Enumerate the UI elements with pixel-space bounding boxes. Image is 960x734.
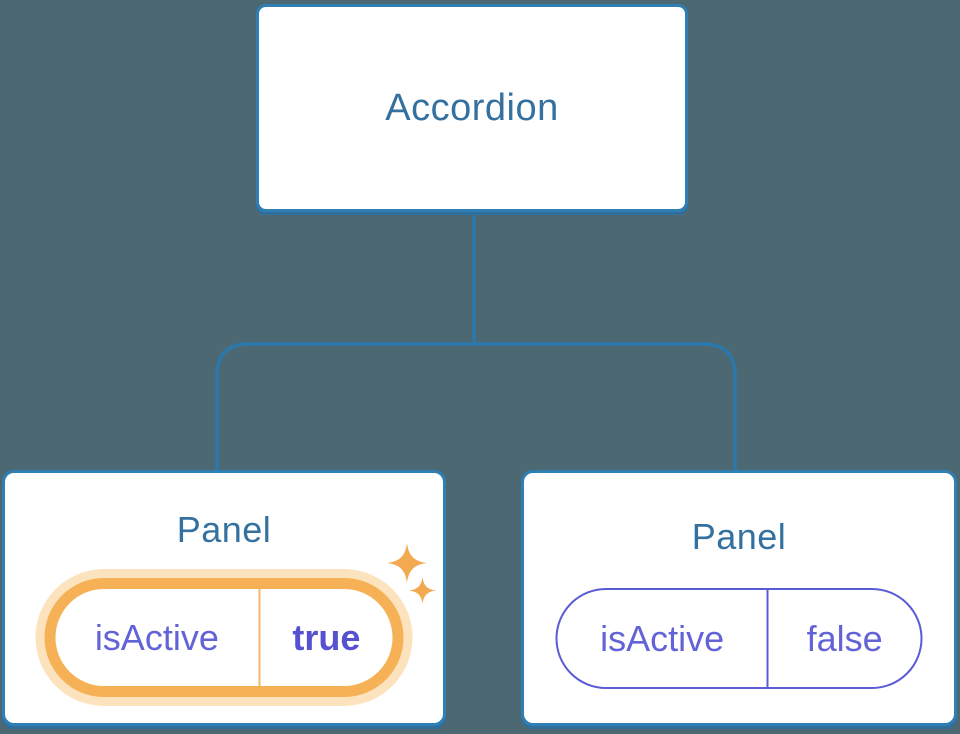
panel-node-active: Panel isActive true — [2, 470, 446, 726]
pill-divider — [766, 590, 769, 687]
state-pill-active: isActive true — [44, 578, 404, 697]
accordion-node: Accordion — [256, 4, 688, 212]
state-value: false — [806, 617, 883, 659]
state-name: isActive — [600, 617, 725, 659]
connector-branch — [215, 342, 737, 471]
state-pill-inactive: isActive false — [555, 588, 923, 689]
panel-node-label: Panel — [176, 509, 272, 550]
pill-divider — [258, 589, 261, 686]
state-value: true — [292, 616, 361, 658]
accordion-node-label: Accordion — [385, 86, 559, 129]
state-name: isActive — [94, 616, 219, 658]
panel-node-inactive: Panel isActive false — [521, 470, 957, 726]
sparkle-icon — [409, 577, 436, 604]
panel-node-label: Panel — [691, 516, 787, 557]
